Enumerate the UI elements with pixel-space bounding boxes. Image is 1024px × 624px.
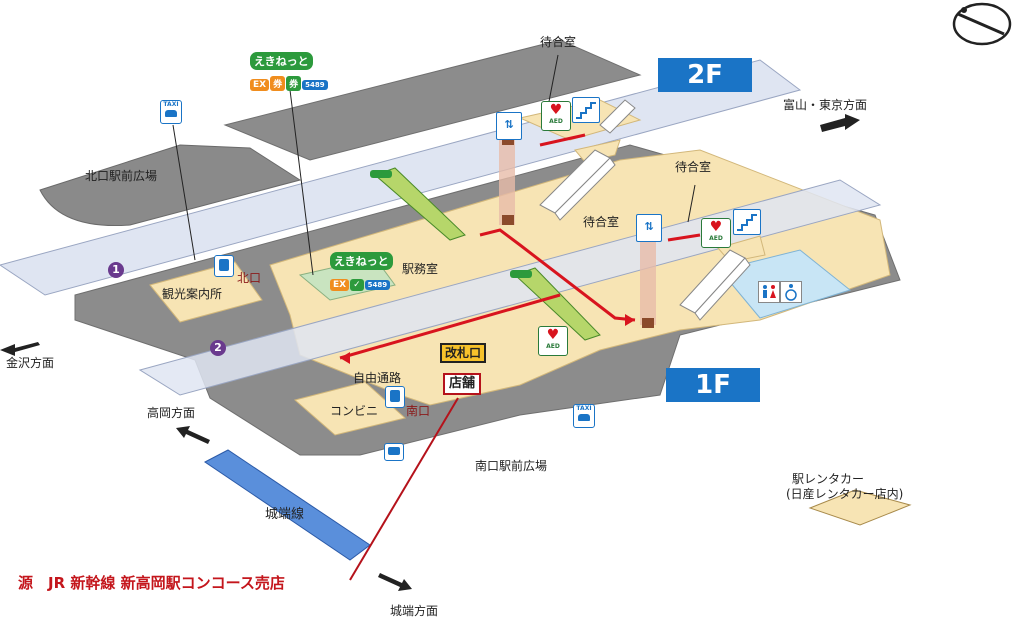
ekinet-chip-ticket-2: 券	[286, 76, 302, 91]
floor-1f-badge: 1F	[666, 368, 760, 402]
label-convenience-store: コンビニ	[330, 404, 379, 418]
ekinet-chip-5489-lower: 5489	[364, 280, 391, 290]
label-johana-line: 城端線	[265, 507, 305, 522]
ekinet-chip-ticket: 券	[270, 76, 286, 91]
convenience-area	[293, 381, 407, 436]
marker-2: 2	[210, 340, 226, 356]
arrow-kanazawa	[0, 342, 40, 356]
label-north-plaza: 北口駅前広場	[85, 169, 158, 183]
aed-icon-1f-right: ♥AED	[701, 218, 731, 248]
store-box[interactable]: 店舗	[443, 373, 482, 395]
label-to-takaoka: 高岡方面	[147, 406, 196, 420]
store-caption: 源 JR 新幹線 新高岡駅コンコース売店	[18, 574, 285, 592]
johana-line-track	[204, 449, 371, 561]
elevator-icon-2: ⇅	[636, 214, 662, 242]
label-waiting-room-center: 待合室	[583, 215, 620, 229]
elevator-shaft-1	[499, 140, 515, 225]
label-tourist-info: 観光案内所	[162, 287, 223, 301]
north-plaza-area	[39, 144, 302, 227]
ekinet-name: えきねっと	[250, 52, 313, 70]
arrow-toyama	[820, 114, 860, 132]
stairs-2	[679, 249, 751, 321]
ekinet-chip-5489: 5489	[302, 80, 328, 90]
stairs-3	[599, 99, 636, 134]
label-free-passage: 自由通路	[353, 371, 402, 385]
ticket-gate-box: 改札口	[440, 343, 487, 363]
stairs-icon-2f	[572, 97, 600, 123]
elevator-shaft-2	[640, 240, 656, 325]
label-to-kanazawa: 金沢方面	[6, 356, 55, 370]
taxi-icon-north: TAXI	[160, 100, 182, 124]
lower-track-band	[138, 179, 882, 396]
ekinet-logo-lower: えきねっと EX✓5489	[330, 250, 393, 291]
label-to-toyama-tokyo: 富山・東京方面	[783, 98, 868, 112]
arrow-johana	[378, 573, 412, 591]
route-lines	[339, 133, 701, 360]
label-rental-car: 駅レンタカー	[792, 472, 865, 486]
aed-icon-1f-center: ♥AED	[538, 326, 568, 356]
label-rental-car-sub: (日産レンタカー店内)	[786, 487, 904, 501]
rental-car-area	[808, 489, 912, 526]
upper-platform	[223, 39, 642, 161]
escalator-2	[510, 267, 601, 341]
tourist-info-area	[149, 261, 263, 323]
label-waiting-room-top: 待合室	[540, 35, 577, 49]
compass-icon	[952, 2, 1012, 46]
ekinet-name-lower: えきねっと	[330, 252, 393, 270]
stairs-icon-1f	[733, 209, 761, 235]
bus-icon	[384, 443, 404, 461]
elevator-icon-1: ⇅	[496, 112, 522, 140]
label-south-plaza: 南口駅前広場	[475, 459, 548, 473]
label-south-exit: 南口	[406, 404, 431, 418]
escalator-1	[370, 167, 466, 241]
taxi-icon-south: TAXI	[573, 404, 595, 428]
label-to-johana: 城端方面	[390, 604, 439, 618]
accessible-toilet-icon	[780, 281, 802, 303]
ekinet-chip-ex-lower: EX	[330, 279, 350, 291]
arrow-takaoka	[176, 426, 210, 444]
marker-1: 1	[108, 262, 124, 278]
label-waiting-room-right: 待合室	[675, 160, 712, 174]
label-station-office: 駅務室	[402, 262, 439, 276]
label-north-exit: 北口	[237, 271, 262, 285]
toilet-icon	[758, 281, 780, 303]
stairs-1	[539, 149, 616, 221]
phone-icon-north	[214, 255, 234, 277]
aed-icon-2f: ♥AED	[541, 101, 571, 131]
phone-icon-south	[385, 386, 405, 408]
floor-2f-badge: 2F	[658, 58, 752, 92]
ekinet-chip-ex: EX	[250, 79, 270, 91]
